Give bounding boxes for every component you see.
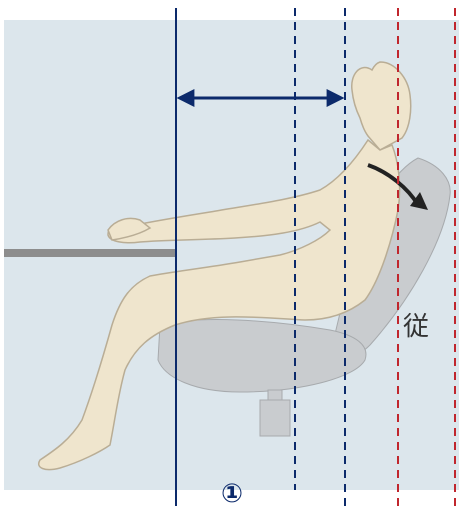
partial-kanji-label: 従 [403, 312, 429, 342]
bottom-label-strip [180, 490, 320, 506]
marker-label: ① [221, 479, 243, 506]
desk-surface [4, 249, 176, 257]
